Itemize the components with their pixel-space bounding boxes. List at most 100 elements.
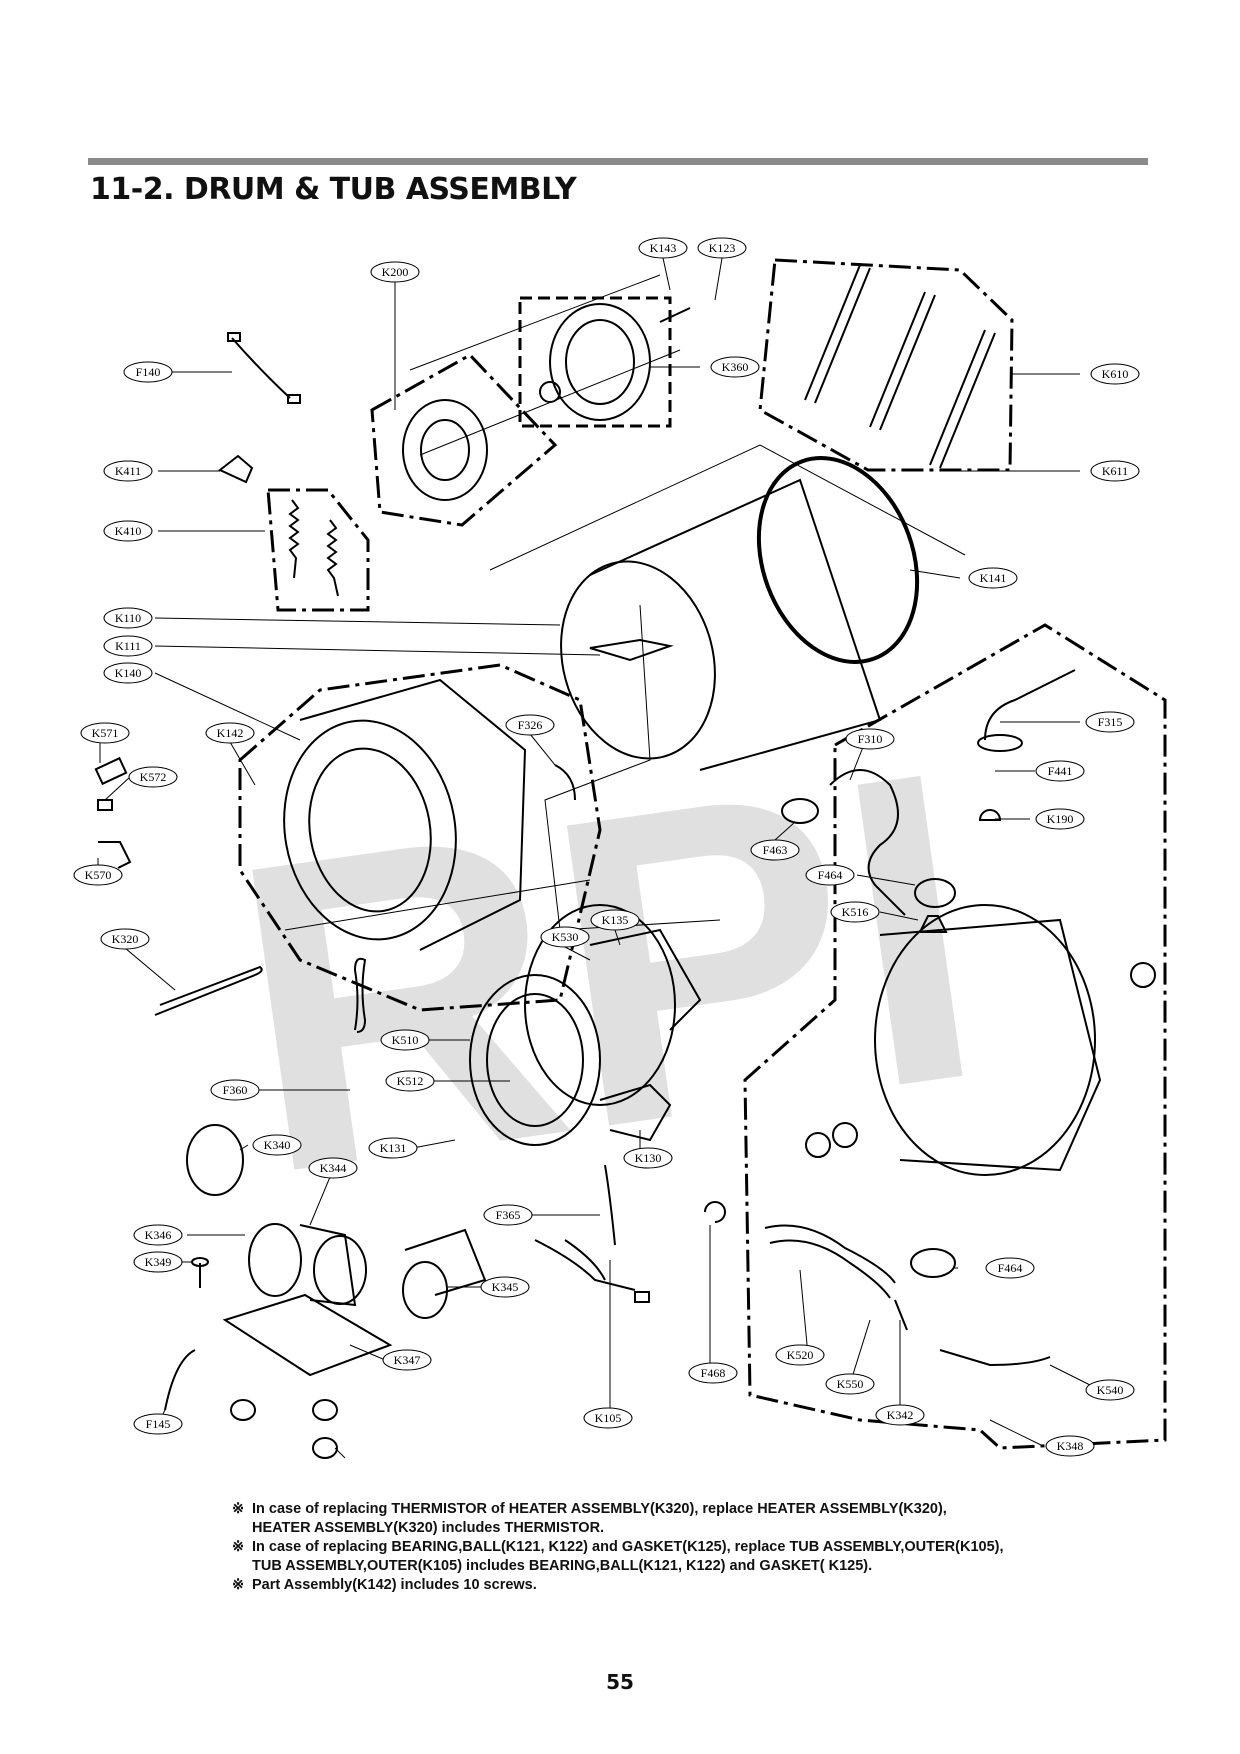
note-line: HEATER ASSEMBLY(K320) includes THERMISTO… bbox=[252, 1520, 605, 1536]
part-label-k140: K140 bbox=[103, 662, 153, 684]
part-label-k142: K142 bbox=[205, 722, 255, 744]
part-label-k111: K111 bbox=[103, 635, 153, 657]
part-label-k130: K130 bbox=[623, 1147, 673, 1169]
svg-text:F315: F315 bbox=[1098, 715, 1123, 729]
part-label-k540: K540 bbox=[1085, 1379, 1135, 1401]
svg-text:F464: F464 bbox=[998, 1261, 1023, 1275]
part-label-k348: K348 bbox=[1045, 1435, 1095, 1457]
svg-text:K540: K540 bbox=[1097, 1383, 1124, 1397]
bracket-part bbox=[599, 1083, 672, 1142]
part-label-k131: K131 bbox=[368, 1137, 418, 1159]
part-label-k516: K516 bbox=[830, 901, 880, 923]
svg-text:K123: K123 bbox=[709, 241, 736, 255]
svg-text:K520: K520 bbox=[787, 1348, 814, 1362]
part-label-f365: F365 bbox=[483, 1204, 533, 1226]
part-label-f360: F360 bbox=[210, 1079, 260, 1101]
wire-harness-part bbox=[231, 337, 291, 399]
svg-text:K143: K143 bbox=[650, 241, 677, 255]
foot-part bbox=[230, 1399, 256, 1421]
svg-text:K516: K516 bbox=[842, 905, 869, 919]
part-label-k143: K143 bbox=[638, 237, 688, 259]
spring-part bbox=[288, 499, 300, 579]
svg-text:K349: K349 bbox=[145, 1255, 172, 1269]
gasket-ring-part bbox=[756, 456, 920, 664]
leader-lines bbox=[97, 257, 1101, 1459]
svg-text:K200: K200 bbox=[382, 265, 409, 279]
svg-text:K345: K345 bbox=[492, 1280, 519, 1294]
sensor-part bbox=[894, 1299, 908, 1331]
note-line: TUB ASSEMBLY,OUTER(K105) includes BEARIN… bbox=[252, 1558, 873, 1574]
motor-group-boundary bbox=[518, 296, 672, 428]
spring-part bbox=[326, 519, 339, 597]
note-mark: ※ bbox=[232, 1539, 245, 1555]
hose-fitting-part bbox=[94, 756, 128, 786]
tub-front-group-boundary bbox=[238, 663, 602, 1012]
part-label-k530: K530 bbox=[540, 926, 590, 948]
part-label-k340: K340 bbox=[252, 1134, 302, 1156]
foot-part bbox=[312, 1437, 338, 1459]
svg-text:K135: K135 bbox=[602, 913, 629, 927]
clamp-part bbox=[781, 798, 819, 824]
page-number: 55 bbox=[606, 1670, 634, 1694]
svg-text:F360: F360 bbox=[223, 1083, 248, 1097]
svg-text:K347: K347 bbox=[394, 1353, 421, 1367]
svg-text:K142: K142 bbox=[217, 726, 244, 740]
mounting-plate-part bbox=[222, 1293, 393, 1377]
svg-text:K348: K348 bbox=[1057, 1439, 1084, 1453]
elbow-fitting-part bbox=[98, 841, 132, 869]
part-label-k110: K110 bbox=[103, 607, 153, 629]
drain-hose-part bbox=[829, 769, 906, 916]
svg-text:K190: K190 bbox=[1047, 812, 1074, 826]
svg-text:K360: K360 bbox=[722, 360, 749, 374]
part-label-k141: K141 bbox=[968, 567, 1018, 589]
part-label-k320: K320 bbox=[100, 928, 150, 950]
page-title: 11-2. DRUM & TUB ASSEMBLY bbox=[90, 172, 577, 207]
part-label-f310: F310 bbox=[845, 728, 895, 750]
svg-text:F463: F463 bbox=[763, 843, 788, 857]
part-label-k570: K570 bbox=[73, 864, 123, 886]
part-label-f326: F326 bbox=[505, 714, 555, 736]
part-label-k349: K349 bbox=[133, 1251, 183, 1273]
part-label-f468: F468 bbox=[688, 1362, 738, 1384]
svg-text:F468: F468 bbox=[701, 1366, 726, 1380]
part-label-k123: K123 bbox=[697, 237, 747, 259]
svg-text:K340: K340 bbox=[264, 1138, 291, 1152]
svg-text:F326: F326 bbox=[518, 718, 543, 732]
part-label-k510: K510 bbox=[380, 1029, 430, 1051]
svg-text:K344: K344 bbox=[320, 1161, 347, 1175]
hose-part bbox=[353, 957, 367, 1033]
part-label-k190: K190 bbox=[1035, 808, 1085, 830]
svg-text:K411: K411 bbox=[115, 464, 141, 478]
note-3: ※Part Assembly(K142) includes 10 screws. bbox=[232, 1576, 1112, 1595]
rotor-part bbox=[402, 399, 488, 501]
part-label-k344: K344 bbox=[308, 1157, 358, 1179]
part-label-k410: K410 bbox=[103, 520, 153, 542]
part-label-k520: K520 bbox=[775, 1344, 825, 1366]
clamp-part bbox=[914, 878, 956, 908]
svg-text:K611: K611 bbox=[1102, 464, 1128, 478]
wire-harness-part bbox=[534, 1239, 636, 1291]
bolt-part bbox=[659, 307, 691, 323]
flange-part bbox=[469, 974, 601, 1146]
svg-text:K140: K140 bbox=[115, 666, 142, 680]
part-label-k611: K611 bbox=[1090, 460, 1140, 482]
spring-group-boundary bbox=[266, 488, 370, 612]
note-mark: ※ bbox=[232, 1577, 245, 1593]
svg-text:K572: K572 bbox=[140, 770, 167, 784]
part-label-f464: F464 bbox=[805, 864, 855, 886]
part-label-k200: K200 bbox=[370, 261, 420, 283]
pulley-group-boundary bbox=[370, 353, 558, 527]
svg-text:K550: K550 bbox=[837, 1377, 864, 1391]
svg-text:K141: K141 bbox=[980, 571, 1007, 585]
part-label-f441: F441 bbox=[1035, 760, 1085, 782]
construction-line bbox=[409, 274, 661, 371]
foot-part bbox=[312, 1399, 338, 1421]
part-label-k512: K512 bbox=[385, 1070, 435, 1092]
pump-motor-part bbox=[402, 1261, 448, 1319]
svg-text:F365: F365 bbox=[496, 1208, 521, 1222]
construction-line bbox=[489, 444, 966, 571]
part-label-k347: K347 bbox=[382, 1349, 432, 1371]
wire-part bbox=[164, 1349, 196, 1411]
tub-front-part bbox=[283, 719, 457, 941]
part-label-k105: K105 bbox=[583, 1407, 633, 1429]
